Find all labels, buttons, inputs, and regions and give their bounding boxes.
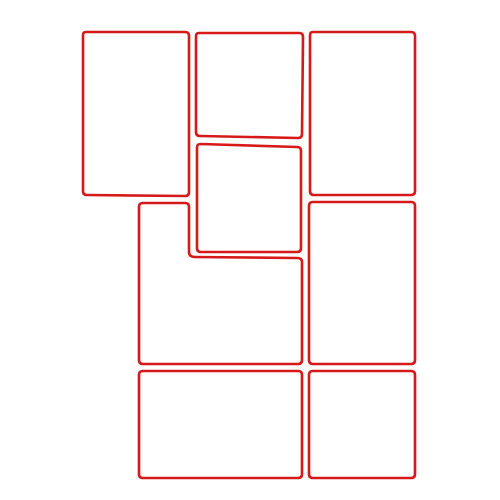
region-top-right	[308, 30, 417, 197]
region-l-shape	[137, 201, 304, 366]
region-middle-center	[195, 142, 303, 254]
region-top-left	[81, 30, 191, 198]
region-middle-right	[307, 200, 417, 366]
region-bottom-left	[137, 369, 304, 480]
region-bottom-right	[307, 369, 417, 480]
region-top-middle	[194, 31, 305, 140]
